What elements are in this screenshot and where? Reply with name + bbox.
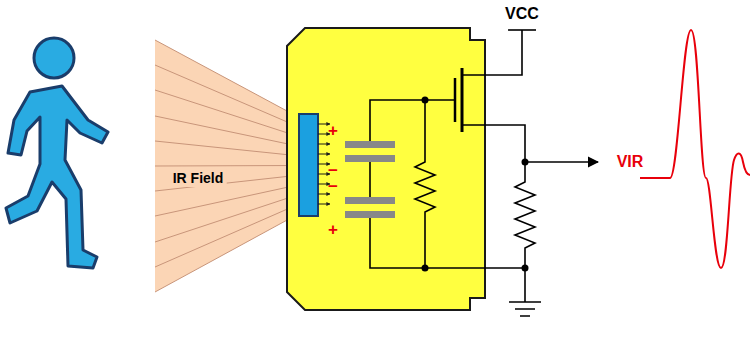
field-label: IR Field — [170, 169, 227, 187]
output-waveform — [640, 30, 750, 268]
polarity-sign: − — [328, 178, 338, 195]
polarity-sign: + — [328, 221, 338, 238]
capacitor-plates — [345, 141, 395, 218]
supply-label: VCC — [505, 6, 539, 22]
person-figure — [6, 38, 108, 268]
signal-label: VIR — [617, 154, 644, 170]
jfet-symbol — [455, 68, 462, 132]
ir-field — [155, 40, 300, 292]
sensor-window — [299, 114, 318, 216]
polarity-sign: − — [328, 162, 338, 179]
polarity-sign: + — [328, 122, 338, 139]
junction-dots — [422, 97, 529, 272]
circuit-wires — [370, 30, 598, 316]
